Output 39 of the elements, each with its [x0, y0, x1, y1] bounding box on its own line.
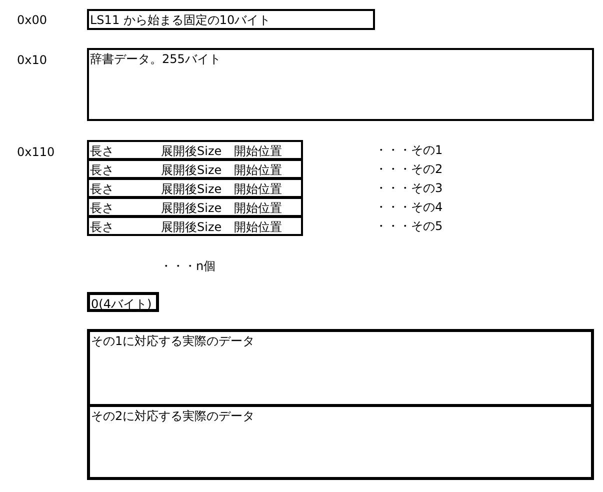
address-label: ・・・その1 — [375, 142, 443, 158]
field-name: 開始位置 — [234, 200, 282, 216]
block-text: その1に対応する実際のデータ — [91, 333, 255, 349]
address-label: 0x110 — [17, 144, 55, 160]
block-text: その2に対応する実際のデータ — [91, 408, 255, 424]
field-name: 開始位置 — [234, 219, 282, 235]
field-name: 展開後Size — [161, 200, 222, 216]
memory-block — [87, 48, 594, 121]
field-name: 開始位置 — [234, 181, 282, 197]
table-row — [87, 140, 303, 160]
field-name: 長さ — [90, 200, 114, 216]
memory-block — [87, 404, 594, 480]
field-name: 開始位置 — [234, 143, 282, 159]
block-text: 辞書データ。255バイト — [90, 51, 221, 67]
field-name: 長さ — [90, 219, 114, 235]
table-row — [87, 197, 303, 217]
address-label: ・・・その5 — [375, 218, 443, 234]
field-name: 長さ — [90, 181, 114, 197]
table-row — [87, 159, 303, 179]
field-name: 展開後Size — [161, 162, 222, 178]
block-text: 0(4バイト) — [91, 296, 152, 312]
table-row — [87, 216, 303, 236]
address-label: 0x10 — [17, 52, 48, 68]
field-name: 展開後Size — [161, 143, 222, 159]
field-name: 長さ — [90, 143, 114, 159]
address-label: ・・・n個 — [160, 258, 216, 274]
memory-block — [87, 292, 159, 312]
address-label: ・・・その4 — [375, 199, 443, 215]
address-label: ・・・その2 — [375, 161, 443, 177]
memory-block — [87, 329, 594, 407]
field-name: 展開後Size — [161, 219, 222, 235]
field-name: 長さ — [90, 162, 114, 178]
field-name: 展開後Size — [161, 181, 222, 197]
address-label: ・・・その3 — [375, 180, 443, 196]
block-text: LS11 から始まる固定の10バイト — [90, 12, 271, 28]
field-name: 開始位置 — [234, 162, 282, 178]
memory-block — [87, 9, 375, 30]
table-row — [87, 178, 303, 198]
address-label: 0x00 — [17, 12, 48, 28]
